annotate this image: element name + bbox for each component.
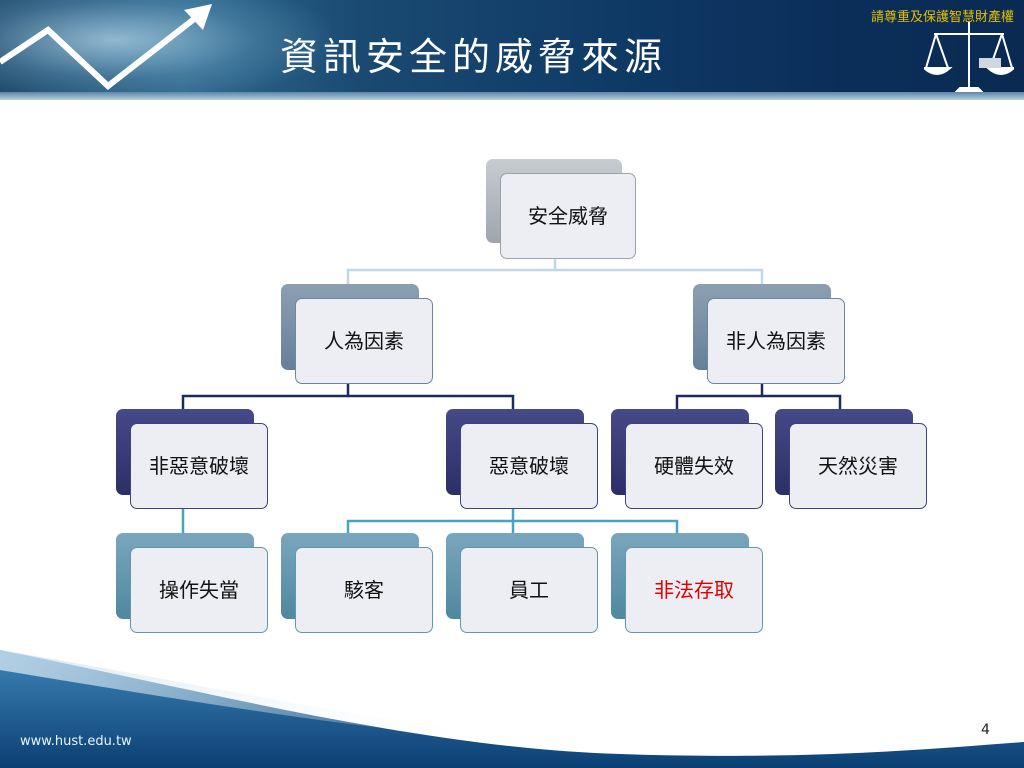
node-malicious-damage: 惡意破壞	[446, 409, 598, 509]
node-label-highlight: 非法存取	[625, 547, 763, 633]
node-label: 非人為因素	[707, 298, 845, 384]
node-illegal-access: 非法存取	[611, 533, 763, 633]
node-label: 人為因素	[295, 298, 433, 384]
node-label: 天然災害	[789, 423, 927, 509]
node-human-factors: 人為因素	[281, 284, 433, 384]
node-hacker: 駭客	[281, 533, 433, 633]
website-url: www.hust.edu.tw	[20, 734, 132, 749]
page-title: 資訊安全的威脅來源	[280, 35, 668, 79]
node-operation-error: 操作失當	[116, 533, 268, 633]
ip-respect-slogan: 請尊重及保護智慧財產權	[870, 10, 1014, 25]
node-employee: 員工	[446, 533, 598, 633]
node-label: 操作失當	[130, 547, 268, 633]
node-label: 安全威脅	[500, 173, 636, 259]
node-label: 惡意破壞	[460, 423, 598, 509]
node-natural-disaster: 天然災害	[775, 409, 927, 509]
node-label: 駭客	[295, 547, 433, 633]
node-hardware-failure: 硬體失效	[611, 409, 763, 509]
slide-number: 4	[981, 722, 990, 738]
node-label: 非惡意破壞	[130, 423, 268, 509]
node-non-human-factors: 非人為因素	[693, 284, 845, 384]
node-label: 硬體失效	[625, 423, 763, 509]
node-security-threat: 安全威脅	[486, 159, 636, 259]
node-non-malicious-damage: 非惡意破壞	[116, 409, 268, 509]
trend-arrow-icon	[0, 4, 212, 90]
banner-glow	[0, 0, 330, 100]
node-label: 員工	[460, 547, 598, 633]
footer-wave	[0, 650, 1024, 768]
title-banner: 資訊安全的威脅來源 請尊重及保護智慧財產權	[0, 0, 1024, 100]
